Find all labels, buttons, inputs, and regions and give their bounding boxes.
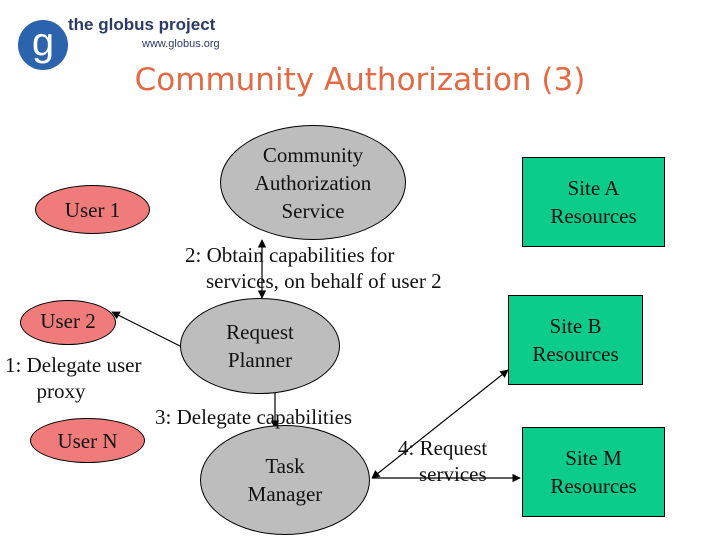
logo-name: the globus project xyxy=(68,15,216,34)
arrow-user2-planner xyxy=(111,311,189,351)
cas-ellipse: Community Authorization Service xyxy=(220,125,406,240)
task-manager-ellipse: Task Manager xyxy=(200,425,370,535)
step1-label: 1: Delegate user proxy xyxy=(5,353,142,403)
globus-logo: g the globus project www.globus.org xyxy=(10,10,230,70)
site-a-box: Site A Resources xyxy=(522,157,665,247)
user1-ellipse: User 1 xyxy=(35,185,150,234)
site-m-box: Site M Resources xyxy=(522,427,665,517)
step4-label: 4: Request services xyxy=(398,436,488,486)
step3-label: 3: Delegate capabilities xyxy=(155,405,353,429)
step2-label: 2: Obtain capabilities for services, on … xyxy=(185,243,442,293)
arrow-taskmanager-siteb xyxy=(371,369,509,479)
usern-ellipse: User N xyxy=(30,418,145,463)
site-b-box: Site B Resources xyxy=(508,295,643,385)
request-planner-ellipse: Request Planner xyxy=(180,298,340,394)
slide-title: Community Authorization (3) xyxy=(134,62,586,98)
user2-ellipse: User 2 xyxy=(20,300,116,345)
globus-g-icon: g xyxy=(18,20,68,70)
logo-url: www.globus.org xyxy=(142,38,220,50)
